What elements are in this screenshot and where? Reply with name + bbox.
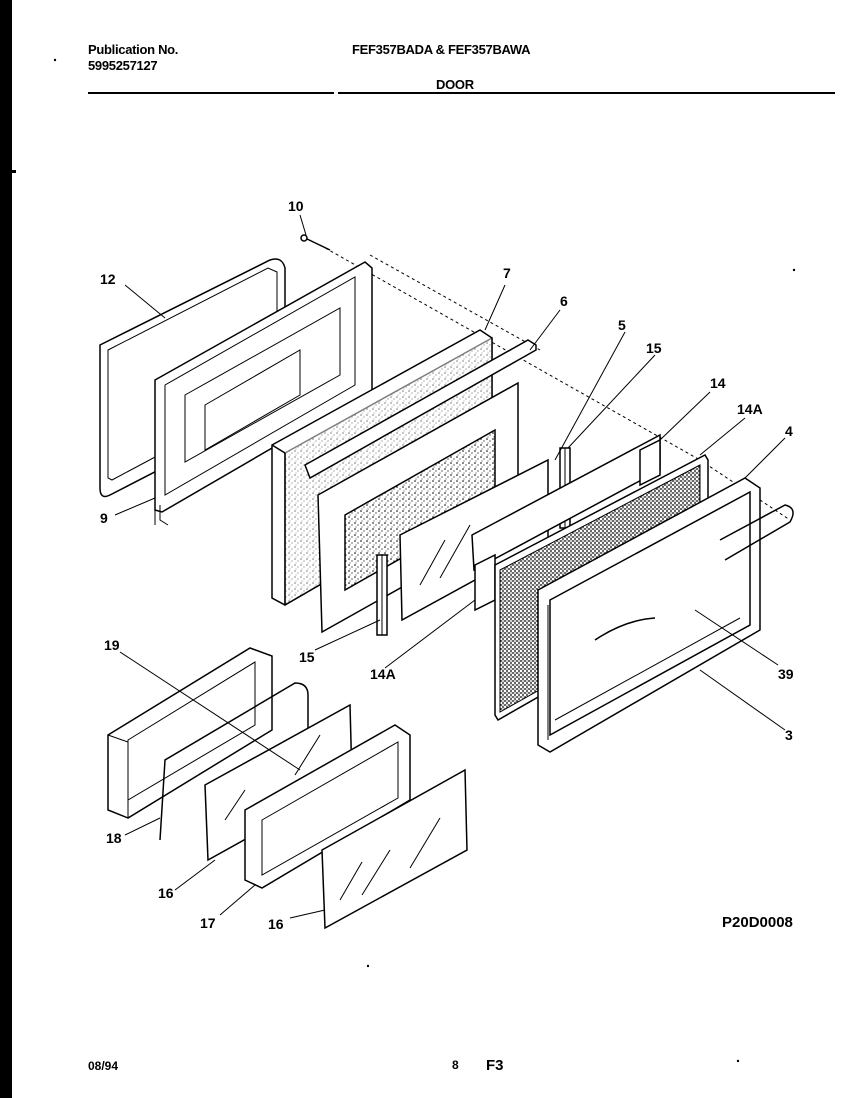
part-shield-14 — [471, 433, 661, 612]
callout-3: 3 — [785, 727, 793, 743]
callout-15-lower: 15 — [299, 649, 315, 665]
callout-18: 18 — [106, 830, 122, 846]
callout-14a-upper: 14A — [737, 401, 763, 417]
diagram-code: P20D0008 — [722, 914, 793, 931]
part-screw-10 — [300, 234, 331, 251]
footer-page: 8 — [452, 1058, 459, 1072]
footer-figure: F3 — [486, 1057, 504, 1074]
publication-label: Publication No. — [88, 42, 179, 57]
callout-12: 12 — [100, 271, 116, 287]
callout-14a-lower: 14A — [370, 666, 396, 682]
header-rule-left — [88, 92, 334, 94]
callout-labels: 10 12 7 6 5 15 14 14A 4 9 15 14A 39 3 19… — [100, 198, 794, 932]
scan-edge-notch — [0, 170, 16, 173]
publication-number: 5995257127 — [88, 58, 158, 73]
callout-10: 10 — [288, 198, 304, 214]
callout-5: 5 — [618, 317, 626, 333]
scan-edge-bar — [0, 0, 12, 1098]
callout-9: 9 — [100, 510, 108, 526]
callout-39: 39 — [778, 666, 794, 682]
part-window-frame-19 — [107, 647, 273, 819]
footer-date: 08/94 — [88, 1059, 119, 1073]
callout-17: 17 — [200, 915, 216, 931]
callout-4: 4 — [785, 423, 793, 439]
section-title: DOOR — [436, 77, 474, 92]
callout-7: 7 — [503, 265, 511, 281]
callout-19: 19 — [104, 637, 120, 653]
header-rule-right — [338, 92, 835, 94]
part-gasket-18 — [159, 682, 309, 841]
callout-15-upper: 15 — [646, 340, 662, 356]
part-glass-16-b — [321, 768, 468, 930]
callout-16-right: 16 — [268, 916, 284, 932]
callout-6: 6 — [560, 293, 568, 309]
part-outer-frame-3 — [537, 477, 794, 753]
leader-lines — [114, 214, 786, 919]
model-numbers: FEF357BADA & FEF357BAWA — [352, 42, 531, 57]
callout-16-left: 16 — [158, 885, 174, 901]
callout-14: 14 — [710, 375, 726, 391]
part-hinge-15-left — [376, 554, 388, 636]
